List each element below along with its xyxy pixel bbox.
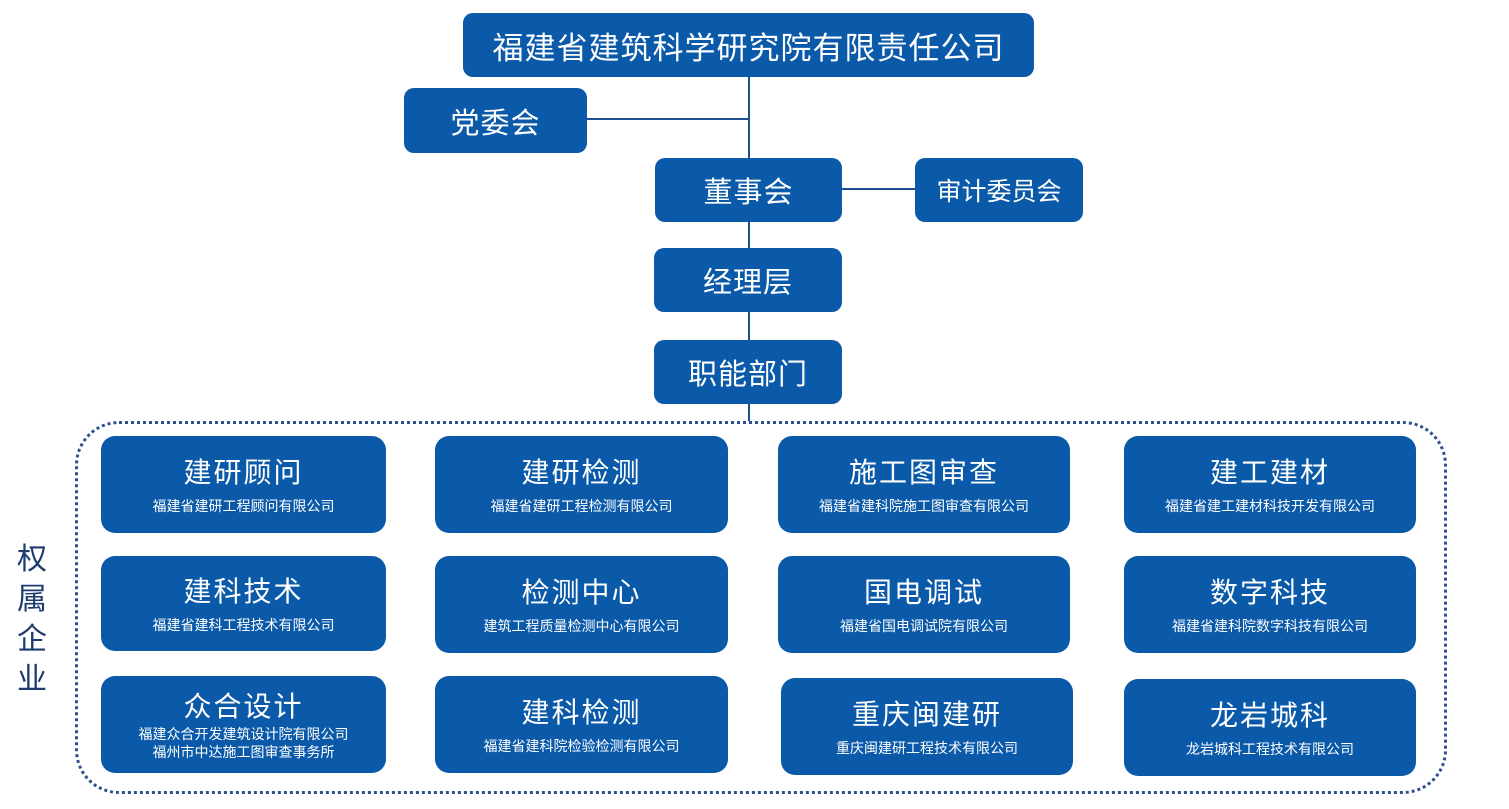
subsidiary-short-name: 建科技术: [183, 574, 304, 608]
subsidiary-box: 检测中心 建筑工程质量检测中心有限公司: [435, 556, 728, 653]
subsidiary-full-name: 福建省建研工程检测有限公司: [490, 498, 673, 515]
subsidiary-box: 数字科技 福建省建科院数字科技有限公司: [1124, 556, 1416, 653]
subsidiary-box: 重庆闽建研 重庆闽建研工程技术有限公司: [781, 678, 1073, 775]
subsidiary-full-name: 福建省建研工程顾问有限公司: [152, 498, 335, 515]
subsidiary-full-name: 福建省建工建材科技开发有限公司: [1165, 498, 1375, 515]
departments-box: 职能部门: [654, 340, 842, 404]
subsidiary-short-name: 众合设计: [183, 689, 304, 723]
subsidiary-box: 国电调试 福建省国电调试院有限公司: [778, 556, 1070, 653]
subsidiary-full-name: 福建省国电调试院有限公司: [840, 618, 1008, 635]
subsidiary-short-name: 检测中心: [521, 575, 642, 609]
subsidiary-box: 建研检测 福建省建研工程检测有限公司: [435, 436, 728, 533]
subsidiary-full-name: 福建省建科院检验检测有限公司: [483, 738, 680, 755]
subsidiary-full-name: 福建省建科院数字科技有限公司: [1172, 618, 1368, 635]
group-label-char: 企: [17, 622, 47, 657]
subsidiary-short-name: 龙岩城科: [1209, 698, 1330, 732]
subsidiary-short-name: 国电调试: [863, 575, 984, 609]
subsidiary-short-name: 建研顾问: [183, 455, 304, 489]
subsidiary-full-name: 福建省建科工程技术有限公司: [152, 617, 335, 634]
subsidiary-box: 众合设计 福建众合开发建筑设计院有限公司 福州市中达施工图审查事务所: [101, 676, 386, 773]
subsidiary-box: 施工图审查 福建省建科院施工图审查有限公司: [778, 436, 1070, 533]
audit-committee-box: 审计委员会: [915, 158, 1083, 222]
subsidiary-full-name: 重庆闽建研工程技术有限公司: [836, 740, 1018, 757]
subsidiary-short-name: 建研检测: [521, 455, 642, 489]
group-label-char: 属: [17, 582, 47, 617]
subsidiary-box: 建工建材 福建省建工建材科技开发有限公司: [1124, 436, 1416, 533]
subsidiary-full-name: 福建众合开发建筑设计院有限公司: [138, 726, 349, 743]
subsidiary-full-name: 龙岩城科工程技术有限公司: [1186, 741, 1354, 758]
subsidiary-short-name: 数字科技: [1209, 575, 1330, 609]
subsidiaries-group-label: 权 属 企 业: [14, 540, 50, 700]
subsidiary-full-name: 福州市中达施工图审查事务所: [152, 744, 335, 761]
subsidiary-short-name: 建工建材: [1209, 455, 1330, 489]
subsidiary-box: 建科检测 福建省建科院检验检测有限公司: [435, 676, 728, 773]
subsidiary-full-name: 福建省建科院施工图审查有限公司: [819, 498, 1029, 515]
subsidiary-short-name: 施工图审查: [848, 455, 999, 489]
party-committee-box: 党委会: [404, 88, 587, 153]
connector-audit: [841, 188, 917, 190]
subsidiary-short-name: 建科检测: [521, 695, 642, 729]
subsidiary-box: 龙岩城科 龙岩城科工程技术有限公司: [1124, 679, 1416, 776]
subsidiary-full-name: 建筑工程质量检测中心有限公司: [483, 618, 680, 635]
company-box: 福建省建筑科学研究院有限责任公司: [463, 13, 1034, 77]
group-label-char: 业: [17, 662, 47, 697]
group-label-char: 权: [17, 542, 47, 577]
subsidiaries-group-frame: [75, 421, 1447, 794]
subsidiary-short-name: 重庆闽建研: [851, 697, 1002, 731]
connector-party: [586, 118, 749, 120]
subsidiary-box: 建研顾问 福建省建研工程顾问有限公司: [101, 436, 386, 533]
management-box: 经理层: [654, 248, 842, 312]
subsidiary-box: 建科技术 福建省建科工程技术有限公司: [101, 556, 386, 651]
board-box: 董事会: [655, 158, 842, 222]
